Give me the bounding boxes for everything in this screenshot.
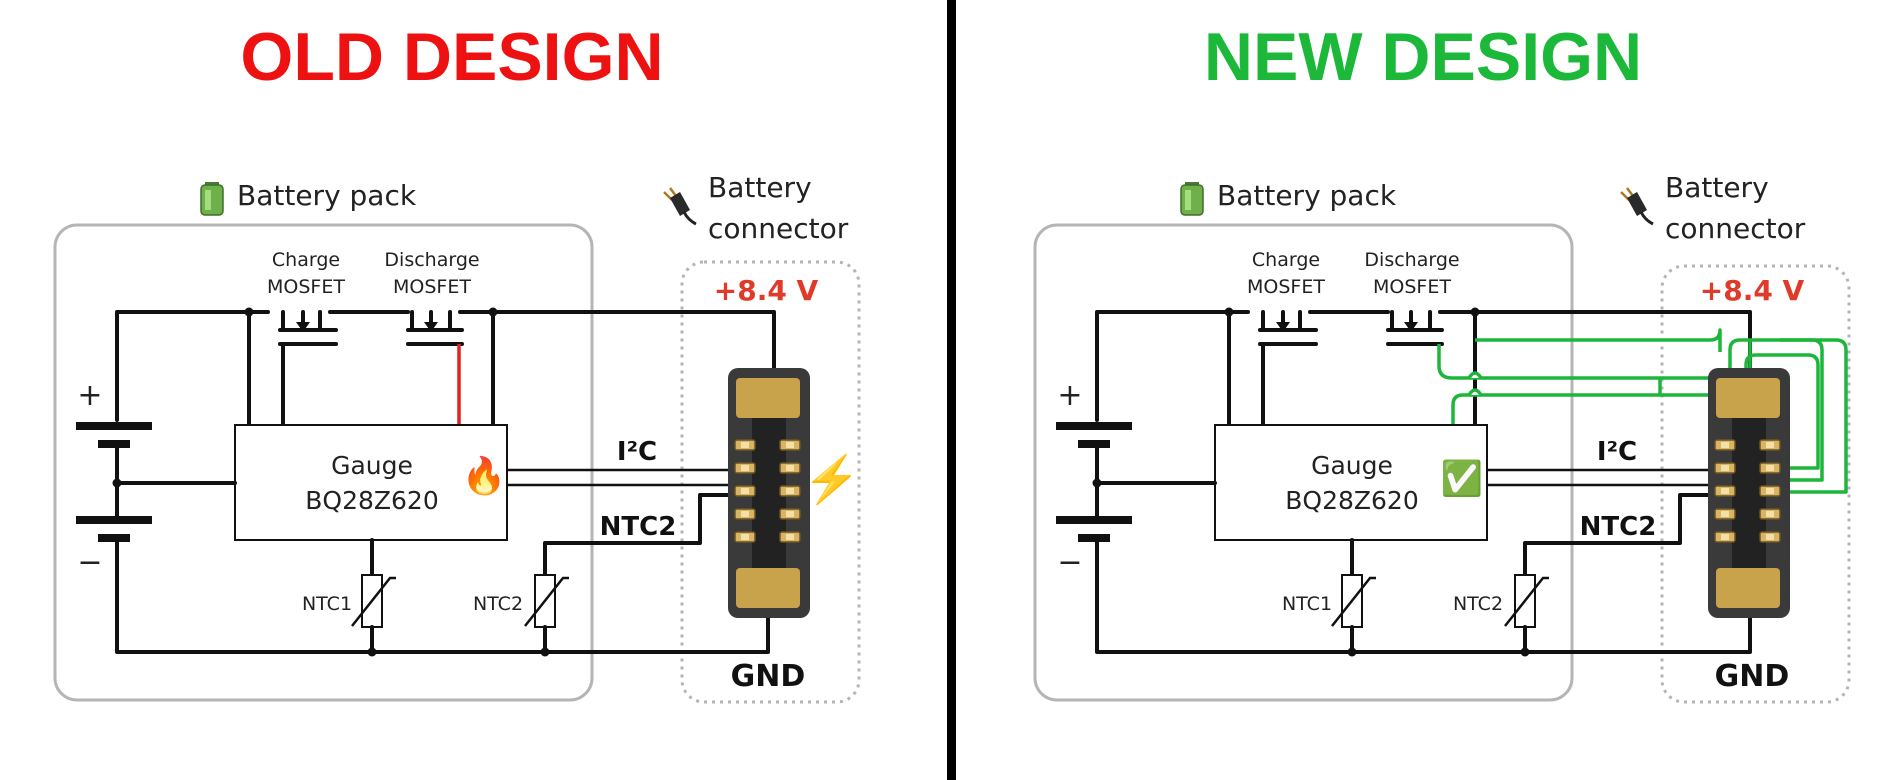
minus-label: − xyxy=(77,545,102,580)
fire-icon: 🔥 xyxy=(462,455,507,496)
discharge-mosfet-label-line1: Discharge xyxy=(1364,249,1459,271)
i2c-label: I²C xyxy=(1597,437,1637,467)
battery-pack-boundary xyxy=(1033,223,1574,702)
check-icon: ✅ xyxy=(1441,459,1483,498)
gauge-label-line1: Gauge xyxy=(1311,451,1393,480)
connector-label-line2: connector xyxy=(1665,212,1806,245)
connector-boundary xyxy=(680,260,861,704)
ntc1-label: NTC1 xyxy=(1282,593,1332,615)
charge-mosfet-label-line1: Charge xyxy=(1252,249,1320,271)
gauge-box xyxy=(1214,424,1488,541)
battery-pack-boundary xyxy=(53,223,594,702)
voltage-label: +8.4 V xyxy=(714,274,819,307)
top-rail-left xyxy=(115,310,270,422)
battery-connector xyxy=(1708,368,1790,618)
voltage-label: +8.4 V xyxy=(1700,274,1805,307)
new-design-panel: NEW DESIGN Battery pack Battery connecto… xyxy=(1033,19,1851,704)
discharge-mosfet-symbol xyxy=(406,310,464,346)
ntc1-label: NTC1 xyxy=(302,593,352,615)
battery-cells-symbol xyxy=(76,422,770,654)
battery-pack-label: Battery pack xyxy=(237,179,417,212)
connector-label-line2: connector xyxy=(708,212,849,245)
top-rail-right xyxy=(1438,310,1752,382)
plug-icon xyxy=(662,186,698,226)
i2c-label: I²C xyxy=(617,437,657,467)
ntc2-bus-label: NTC2 xyxy=(1580,512,1657,542)
battery-icon xyxy=(1180,181,1204,216)
battery-connector xyxy=(728,368,810,618)
plus-label: + xyxy=(1057,378,1082,413)
plus-label: + xyxy=(77,378,102,413)
discharge-mosfet-label-line2: MOSFET xyxy=(1373,276,1451,298)
charge-mosfet-label-line1: Charge xyxy=(272,249,340,271)
charge-mosfet-label-line2: MOSFET xyxy=(1247,276,1325,298)
gnd-label: GND xyxy=(1715,659,1790,694)
gauge-label-line2: BQ28Z620 xyxy=(1285,486,1418,515)
top-rail-left xyxy=(1095,310,1250,422)
charge-mosfet-label-line2: MOSFET xyxy=(267,276,345,298)
panel-divider xyxy=(947,0,956,780)
charge-mosfet-symbol xyxy=(1258,310,1318,346)
gauge-label-line2: BQ28Z620 xyxy=(305,486,438,515)
minus-label: − xyxy=(1057,545,1082,580)
old-design-panel: OLD DESIGN Battery pack Battery connecto… xyxy=(53,19,861,704)
new-green-traces xyxy=(1437,328,1848,494)
old-design-heading: OLD DESIGN xyxy=(240,19,663,95)
gauge-box xyxy=(234,424,508,541)
discharge-mosfet-label-line1: Discharge xyxy=(384,249,479,271)
battery-cells-symbol xyxy=(1056,422,1752,654)
top-rail-right xyxy=(458,310,776,382)
battery-icon xyxy=(200,181,224,216)
discharge-mosfet-symbol xyxy=(1386,310,1444,346)
ntc2-label: NTC2 xyxy=(1453,593,1503,615)
plug-icon xyxy=(1619,186,1655,226)
gnd-label: GND xyxy=(731,659,806,694)
gauge-label-line1: Gauge xyxy=(331,451,413,480)
lightning-icon: ⚡ xyxy=(803,453,860,507)
battery-pack-label: Battery pack xyxy=(1217,179,1397,212)
new-design-heading: NEW DESIGN xyxy=(1204,19,1642,95)
connector-label-line1: Battery xyxy=(1665,171,1769,204)
connector-label-line1: Battery xyxy=(708,171,812,204)
ntc2-label: NTC2 xyxy=(473,593,523,615)
discharge-mosfet-label-line2: MOSFET xyxy=(393,276,471,298)
ntc2-bus-label: NTC2 xyxy=(600,512,677,542)
charge-mosfet-symbol xyxy=(278,310,338,346)
